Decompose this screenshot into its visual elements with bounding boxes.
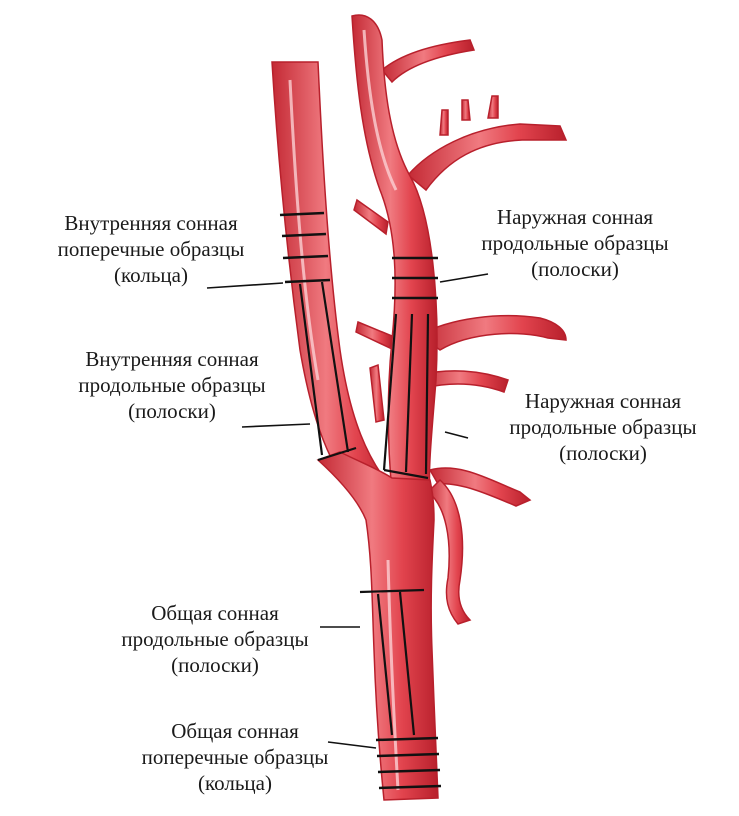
label-ica-rings: Внутренняя сонная поперечные образцы (ко… xyxy=(22,210,280,288)
label-eca-strips-upper: Наружная сонная продольные образцы (поло… xyxy=(440,204,710,282)
label-eca-strips-lower: Наружная сонная продольные образцы (поло… xyxy=(468,388,738,466)
label-cca-rings: Общая сонная поперечные образцы (кольца) xyxy=(100,718,370,796)
label-cca-strips: Общая сонная продольные образцы (полоски… xyxy=(80,600,350,678)
external-carotid xyxy=(352,15,437,492)
label-ica-strips: Внутренняя сонная продольные образцы (по… xyxy=(32,346,312,424)
